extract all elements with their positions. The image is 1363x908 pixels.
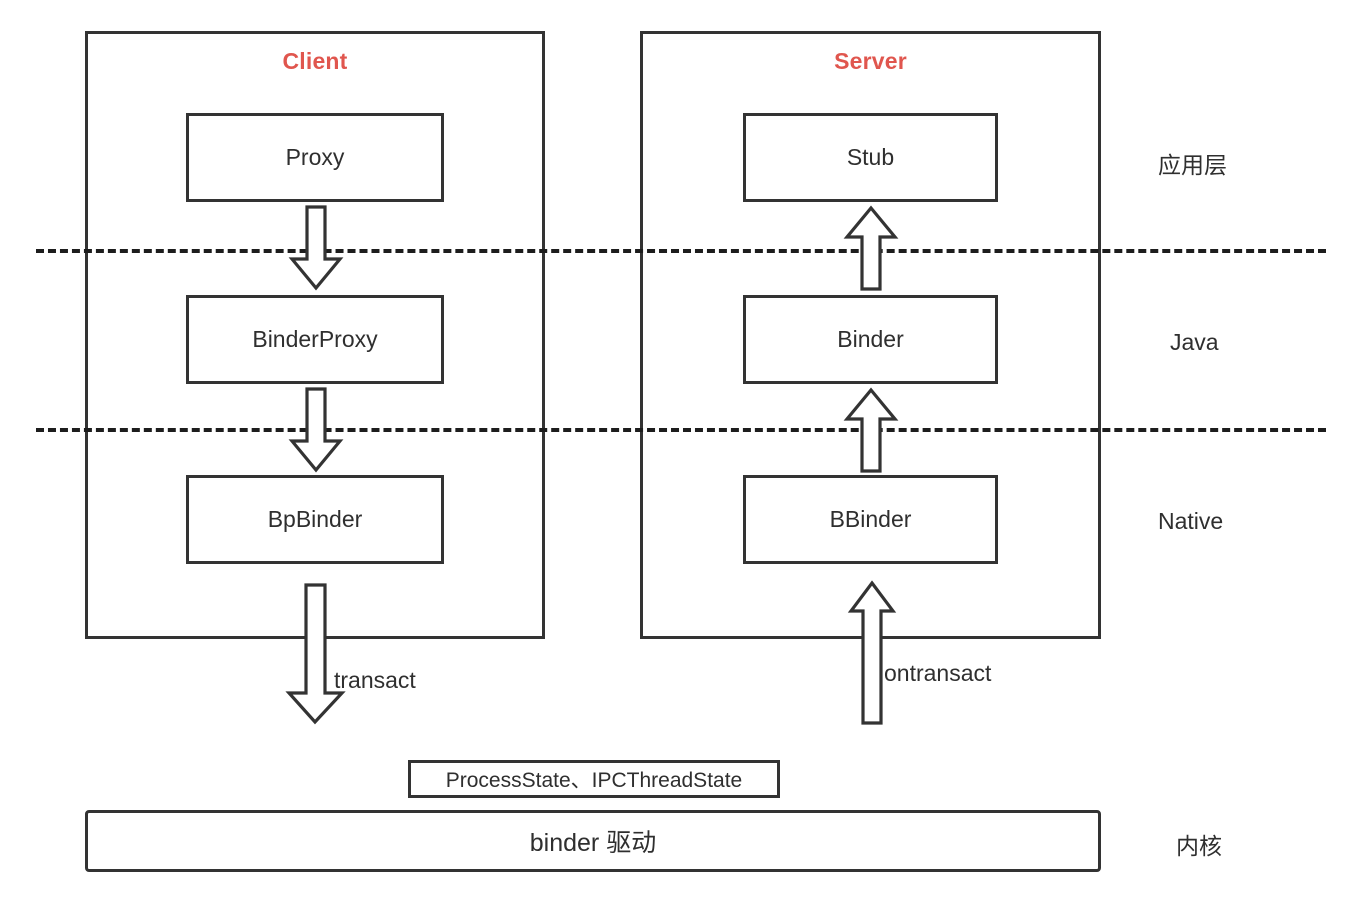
server-node-binder-label: Binder — [837, 326, 904, 352]
arrow-driver-to-bbinder-icon — [847, 580, 897, 725]
layer-label-native: Native — [1158, 508, 1224, 534]
client-node-proxy[interactable]: Proxy — [186, 113, 444, 202]
arrow-label-transact: transact — [334, 667, 416, 693]
server-node-stub[interactable]: Stub — [743, 113, 998, 202]
client-title: Client — [282, 48, 348, 74]
arrow-proxy-to-binderproxy-icon — [288, 205, 344, 291]
server-node-binder[interactable]: Binder — [743, 295, 998, 384]
server-node-bbinder[interactable]: BBinder — [743, 475, 998, 564]
arrow-bpbinder-to-driver-icon — [285, 583, 346, 725]
arrow-label-ontransact: ontransact — [884, 660, 992, 686]
arrow-binder-to-stub-icon — [843, 205, 899, 291]
layer-divider-app-java — [36, 249, 1326, 253]
arrow-bbinder-to-binder-icon — [843, 387, 899, 473]
server-title: Server — [834, 48, 907, 74]
server-node-stub-label: Stub — [846, 144, 895, 170]
client-node-proxy-label: Proxy — [285, 144, 345, 170]
layer-label-kernel: 内核 — [1176, 833, 1222, 859]
client-node-binderproxy-label: BinderProxy — [252, 326, 378, 352]
server-node-bbinder-label: BBinder — [829, 506, 912, 532]
layer-divider-java-native — [36, 428, 1326, 432]
process-state-box[interactable]: ProcessState、IPCThreadState — [408, 760, 780, 798]
binder-driver-box-label: binder 驱动 — [529, 829, 657, 857]
layer-label-java: Java — [1170, 329, 1219, 355]
process-state-box-label: ProcessState、IPCThreadState — [445, 769, 743, 792]
client-node-bpbinder[interactable]: BpBinder — [186, 475, 444, 564]
client-node-bpbinder-label: BpBinder — [267, 506, 363, 532]
client-node-binderproxy[interactable]: BinderProxy — [186, 295, 444, 384]
binder-driver-box[interactable]: binder 驱动 — [85, 810, 1101, 872]
layer-label-application: 应用层 — [1158, 152, 1227, 178]
arrow-binderproxy-to-bpbinder-icon — [288, 387, 344, 473]
